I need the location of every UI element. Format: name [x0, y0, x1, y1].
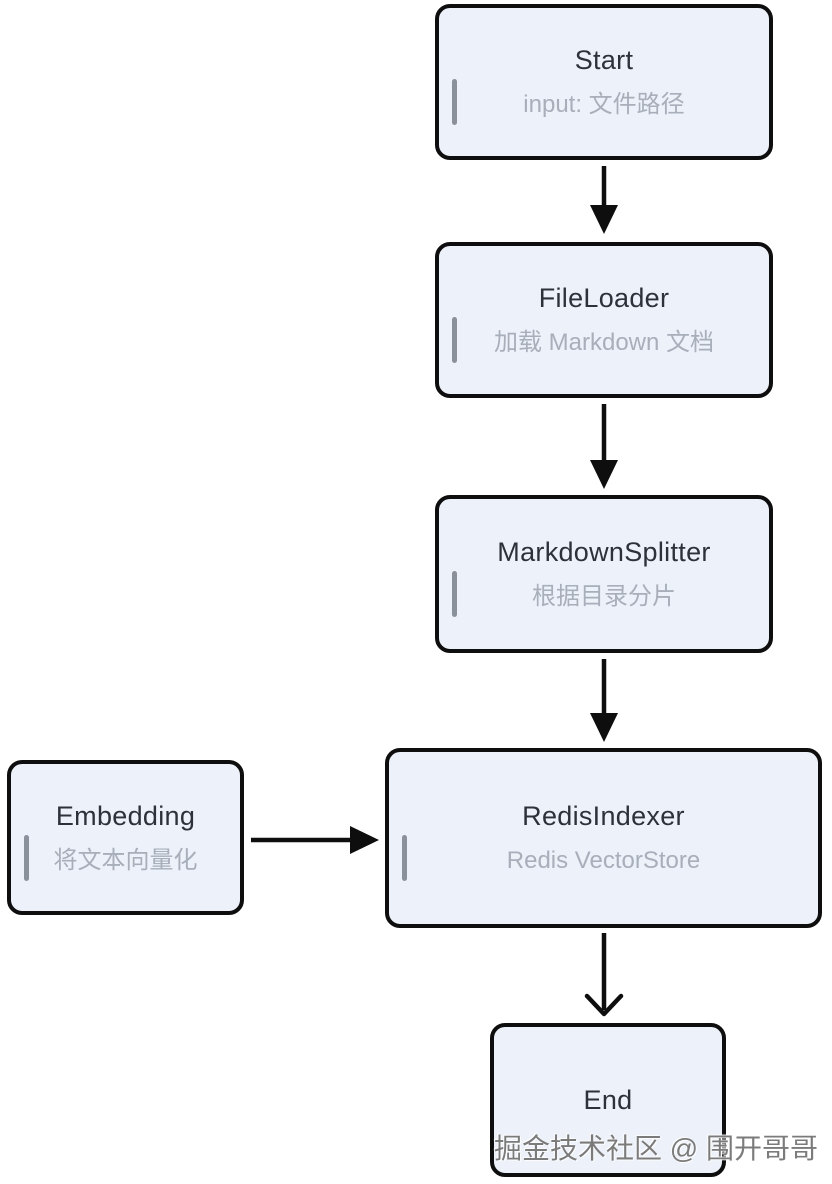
node-embedding: Embedding 将文本向量化	[7, 760, 244, 915]
node-accent-bar	[452, 317, 457, 363]
node-accent-bar	[402, 835, 407, 881]
node-accent-bar	[452, 571, 457, 617]
watermark-text: 掘金技术社区 @ 围开哥哥	[494, 1133, 818, 1164]
node-title: MarkdownSplitter	[497, 537, 711, 567]
node-subtitle: 将文本向量化	[53, 846, 198, 874]
node-title: Start	[574, 45, 634, 75]
node-fileloader: FileLoader 加载 Markdown 文档	[435, 242, 773, 398]
node-title: RedisIndexer	[522, 801, 685, 831]
node-accent-bar	[452, 79, 457, 125]
edge-redisindexer-end	[584, 933, 624, 1017]
node-markdownsplitter: MarkdownSplitter 根据目录分片	[435, 495, 773, 653]
edge-start-fileloader	[590, 166, 618, 234]
node-accent-bar	[24, 834, 29, 881]
node-title: FileLoader	[538, 283, 670, 313]
edge-mdsplitter-redisindexer	[590, 659, 618, 742]
node-title: Embedding	[55, 800, 196, 831]
node-redisindexer: RedisIndexer Redis VectorStore	[385, 748, 822, 928]
node-title: End	[583, 1085, 633, 1115]
node-end: End	[490, 1023, 726, 1177]
node-subtitle: input: 文件路径	[523, 91, 685, 118]
node-subtitle: 根据目录分片	[532, 583, 676, 610]
node-start: Start input: 文件路径	[435, 4, 773, 160]
node-subtitle: Redis VectorStore	[506, 847, 701, 874]
node-subtitle: 加载 Markdown 文档	[493, 329, 715, 356]
edge-embedding-redisindexer	[251, 826, 379, 854]
edge-fileloader-mdsplitter	[590, 404, 618, 489]
